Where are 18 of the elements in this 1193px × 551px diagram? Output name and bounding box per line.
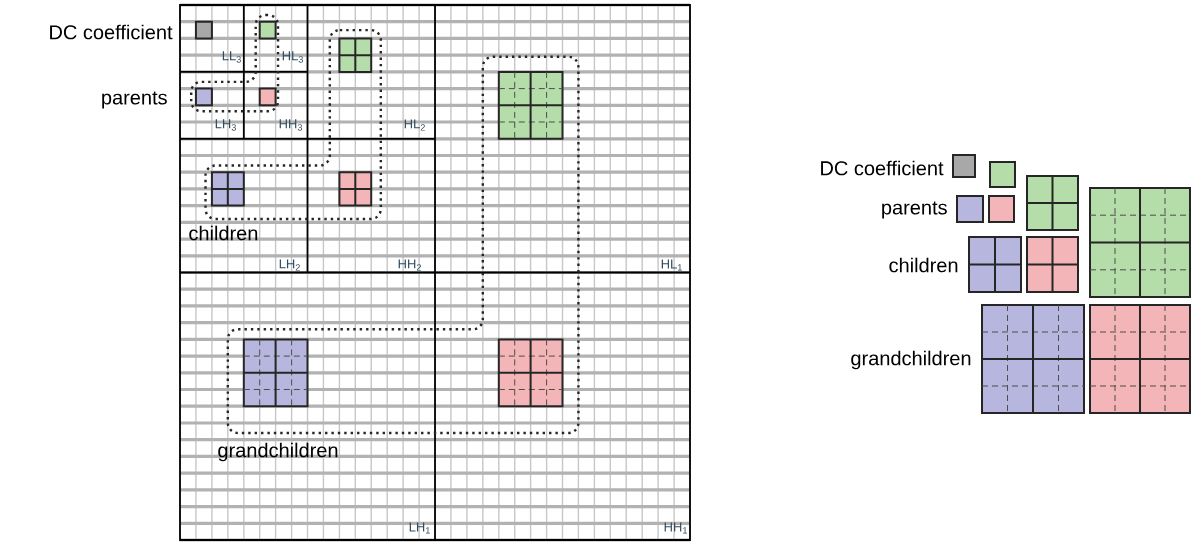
subband-label: LH$_{1}$: [409, 522, 430, 534]
subband-label: HL$_{2}$: [404, 119, 425, 131]
subband-label: HH$_{2}$: [398, 259, 421, 271]
callout-text: DC coefficient: [821, 160, 944, 176]
callout-text: parents: [882, 201, 947, 219]
callout-text: children: [889, 257, 958, 273]
subband-label: HL$_{1}$: [661, 259, 682, 271]
callout-text: parents: [102, 91, 167, 109]
callout-text: grandchildren: [218, 442, 338, 462]
subband-label: HL$_{3}$: [282, 51, 303, 63]
callout-text: grandchildren: [851, 350, 971, 370]
callout-text: DC coefficient: [50, 24, 173, 40]
subband-label: LH$_{2}$: [279, 259, 300, 271]
subband-label: LH$_{3}$: [215, 119, 236, 131]
callout-text: children: [189, 225, 258, 241]
subband-label: HH$_{3}$: [279, 119, 303, 131]
subband-label: LL$_{3}$: [222, 51, 241, 63]
subband-label: HH$_{1}$: [664, 522, 687, 534]
